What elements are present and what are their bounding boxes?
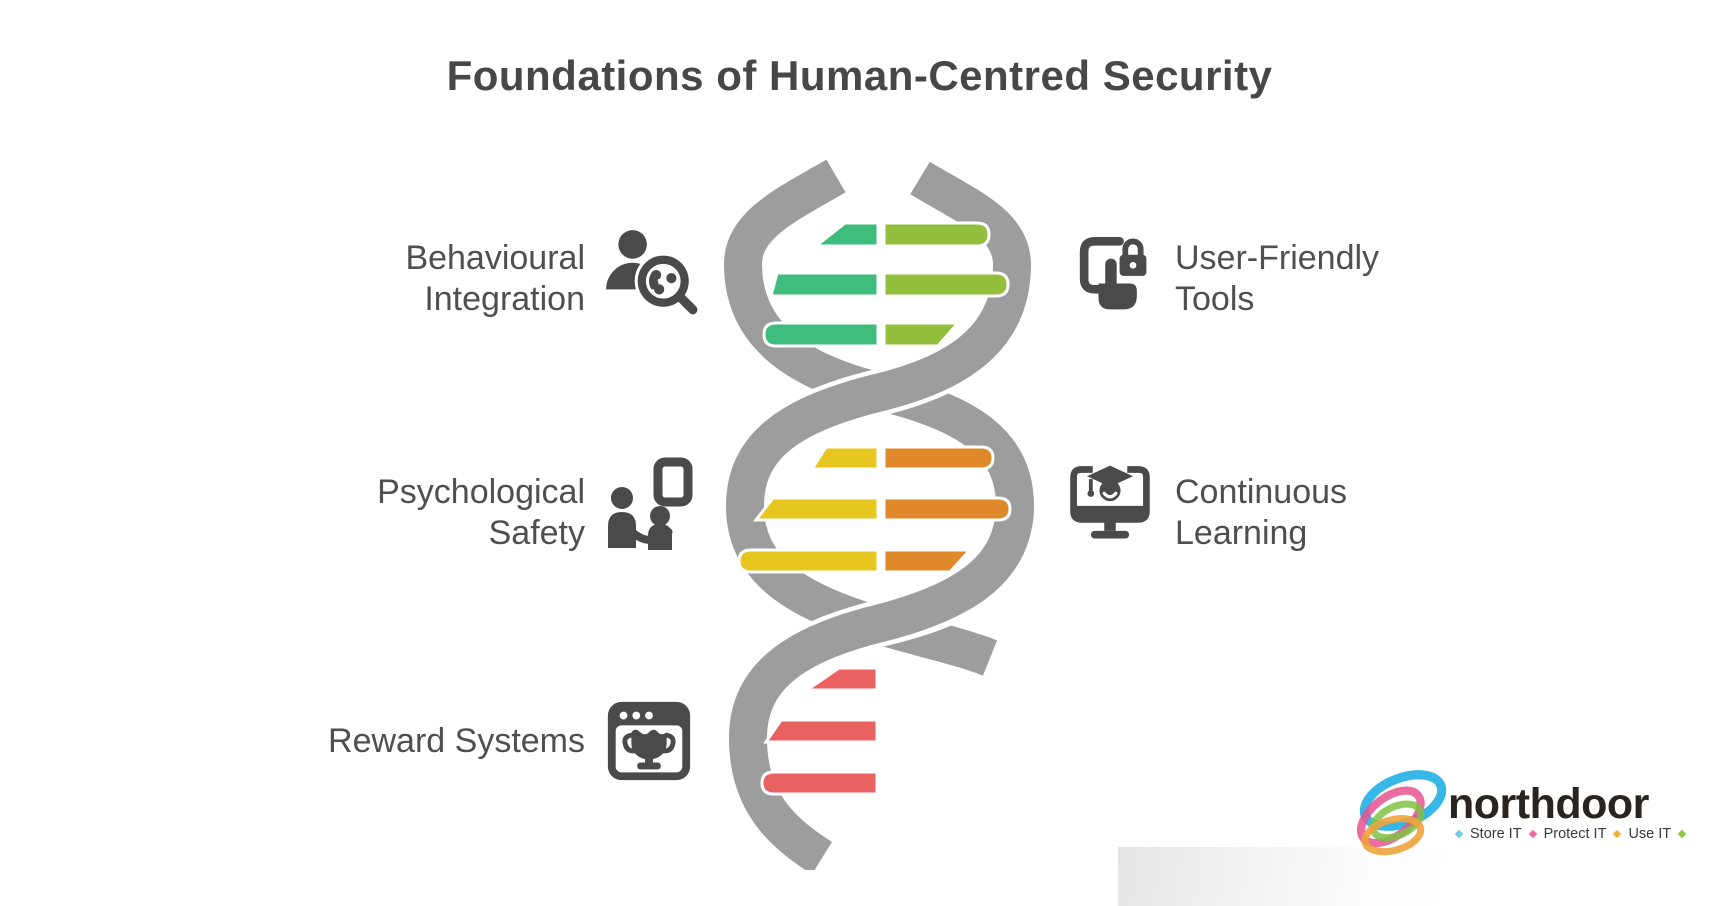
northdoor-swirl-icon	[1346, 770, 1458, 866]
tagline-diamond	[1677, 829, 1687, 839]
rung	[882, 221, 991, 248]
rung	[811, 221, 880, 248]
label-user-friendly-tools: User-Friendly Tools	[1175, 238, 1379, 320]
trophy-browser-icon	[602, 694, 696, 788]
rung	[762, 321, 880, 348]
dna-helix-graphic	[640, 155, 1060, 878]
rung	[769, 271, 880, 298]
label-reward-systems: Reward Systems	[328, 721, 585, 762]
label-line: Safety	[488, 514, 585, 552]
tagline-diamond	[1454, 829, 1464, 839]
northdoor-wordmark: northdoor	[1448, 780, 1649, 828]
tagline-diamond	[1528, 829, 1537, 839]
label-psychological-safety: Psychological Safety	[377, 472, 585, 554]
dna-strand-left-front-segment	[724, 503, 1039, 878]
label-line: Continuous	[1175, 473, 1348, 511]
page-shadow	[1118, 847, 1452, 906]
rung	[882, 321, 962, 348]
graduate-monitor-icon	[1064, 458, 1156, 550]
page-title: Foundations of Human-Centred Security	[446, 52, 1273, 99]
rung	[737, 548, 880, 574]
northdoor-tagline: Store IT Protect IT Use IT	[1454, 826, 1687, 842]
rung	[763, 718, 879, 744]
label-line: Reward Systems	[328, 722, 585, 760]
label-line: Psychological	[377, 473, 585, 511]
dna-rungs-top-section	[762, 221, 1010, 348]
person-analysis-magnifier-icon	[602, 224, 700, 322]
rung	[802, 666, 879, 692]
rung	[752, 496, 880, 522]
dna-rungs-middle-section	[737, 445, 1012, 574]
label-line: Integration	[424, 280, 585, 318]
people-support-frame-icon	[602, 456, 698, 552]
rung	[882, 445, 995, 471]
label-continuous-learning: Continuous Learning	[1175, 472, 1347, 554]
northdoor-logo: northdoor Store IT Protect IT Use IT	[1340, 766, 1700, 876]
dna-rungs-bottom-section	[760, 666, 879, 796]
tagline-protect-it: Protect IT	[1543, 826, 1607, 842]
rung	[882, 271, 1010, 298]
tagline-use-it: Use IT	[1628, 826, 1672, 842]
label-line: User-Friendly	[1175, 239, 1380, 277]
rung	[882, 548, 974, 574]
rung	[882, 496, 1012, 522]
tagline-diamond	[1613, 829, 1622, 839]
label-behavioural-integration: Behavioural Integration	[405, 238, 585, 320]
tap-screen-lock-icon	[1064, 226, 1156, 318]
tagline-store-it: Store IT	[1470, 826, 1522, 842]
dna-helix-svg	[719, 155, 1039, 878]
label-line: Behavioural	[405, 239, 585, 277]
rung	[760, 770, 879, 796]
label-line: Tools	[1175, 280, 1255, 318]
rung	[809, 445, 880, 471]
label-line: Learning	[1175, 514, 1308, 552]
